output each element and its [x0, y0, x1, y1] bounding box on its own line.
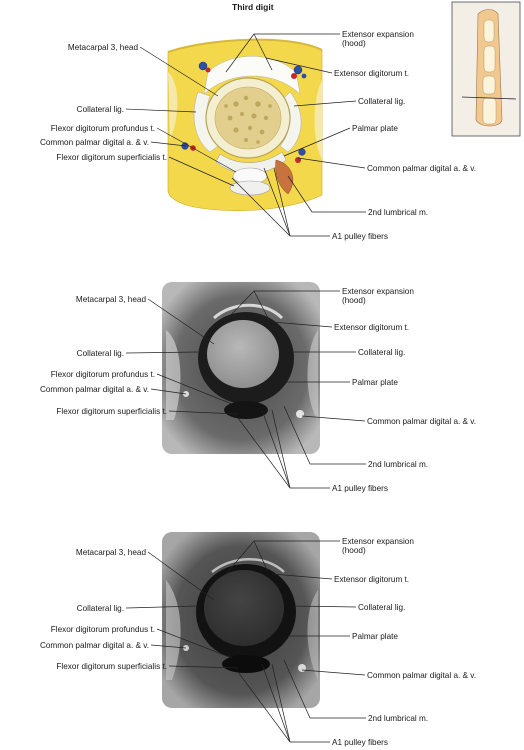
label-collateral-left-2: Collateral lig. — [76, 349, 124, 358]
inset-phalanx-1 — [483, 19, 495, 43]
label-lumbrical-1: 2nd lumbrical m. — [368, 208, 429, 217]
label-extensor-digitorum-2: Extensor digitorum t. — [334, 323, 410, 332]
label-fdp-1: Flexor digitorum profundus t. — [50, 124, 155, 133]
label-collateral-right-1: Collateral lig. — [358, 97, 406, 106]
mri-2-flexor-tendon — [222, 655, 270, 673]
label-metacarpal-head-1: Metacarpal 3, head — [67, 43, 138, 52]
label-fds-3: Flexor digitorum superficialis t. — [56, 662, 167, 671]
inset-phalanx-2 — [483, 45, 496, 73]
mri-1-fat-right — [307, 330, 318, 420]
label-palmar-plate-3: Palmar plate — [352, 632, 398, 641]
label-extensor-expansion-1: Extensor expansion(hood) — [342, 30, 414, 48]
label-fdp-3: Flexor digitorum profundus t. — [50, 625, 155, 634]
label-metacarpal-head-2: Metacarpal 3, head — [75, 295, 146, 304]
label-collateral-right-3: Collateral lig. — [358, 603, 406, 612]
label-collateral-right-2: Collateral lig. — [358, 348, 406, 357]
mri-2-fat-right — [307, 590, 318, 680]
palmar-plate — [215, 151, 287, 174]
skin-dorsal — [167, 38, 323, 53]
dorsal-artery-2 — [291, 73, 297, 79]
label-lumbrical-2: 2nd lumbrical m. — [368, 460, 429, 469]
mri-2-fat-left — [166, 580, 181, 680]
label-fds-1: Flexor digitorum superficialis t. — [56, 153, 167, 162]
label-a1-pulley-3: A1 pulley fibers — [332, 738, 388, 747]
inset-phalanx-3 — [482, 75, 496, 95]
mri-1-metacarpal-head — [207, 320, 279, 388]
mri-2-metacarpal-head — [204, 570, 284, 646]
dorsal-vein-1 — [198, 61, 208, 71]
metacarpal-head-marrow — [214, 86, 282, 150]
mri-2-hood — [211, 558, 285, 573]
label-fdp-2: Flexor digitorum profundus t. — [50, 370, 155, 379]
label-common-palmar-right-1: Common palmar digital a. & v. — [367, 164, 477, 173]
figure-title: Third digit — [232, 2, 274, 12]
label-extensor-expansion-3: Extensor expansion(hood) — [342, 537, 414, 555]
inset-section-line — [461, 96, 517, 100]
label-a1-pulley-1: A1 pulley fibers — [332, 232, 388, 241]
dorsal-artery-1 — [205, 67, 211, 73]
label-palmar-plate-2: Palmar plate — [352, 378, 398, 387]
label-extensor-expansion-2: Extensor expansion(hood) — [342, 287, 414, 305]
label-common-palmar-right-2: Common palmar digital a. & v. — [367, 417, 477, 426]
label-extensor-digitorum-1: Extensor digitorum t. — [334, 69, 410, 78]
label-extensor-digitorum-3: Extensor digitorum t. — [334, 575, 410, 584]
label-common-palmar-left-1: Common palmar digital a. & v. — [39, 138, 149, 147]
dorsal-vein-3 — [301, 73, 307, 79]
mri-1-hood — [213, 303, 284, 320]
trabecular-pattern — [224, 95, 272, 144]
label-common-palmar-right-3: Common palmar digital a. & v. — [367, 671, 477, 680]
flexor-tendon-fds — [229, 180, 271, 196]
label-palmar-plate-1: Palmar plate — [352, 124, 398, 133]
label-common-palmar-left-2: Common palmar digital a. & v. — [39, 385, 149, 394]
label-metacarpal-head-3: Metacarpal 3, head — [75, 548, 146, 557]
label-a1-pulley-2: A1 pulley fibers — [332, 484, 388, 493]
label-common-palmar-left-3: Common palmar digital a. & v. — [39, 641, 149, 650]
label-collateral-left-3: Collateral lig. — [76, 604, 124, 613]
dorsal-vein-2 — [293, 65, 303, 75]
label-lumbrical-3: 2nd lumbrical m. — [368, 714, 429, 723]
lateral-tissue-left — [168, 72, 178, 140]
lumbrical-muscle — [275, 159, 294, 195]
mri-1-flexor-tendon — [224, 401, 268, 419]
lateral-tissue-right — [314, 80, 322, 160]
label-fds-2: Flexor digitorum superficialis t. — [56, 407, 167, 416]
label-collateral-left-1: Collateral lig. — [76, 105, 124, 114]
